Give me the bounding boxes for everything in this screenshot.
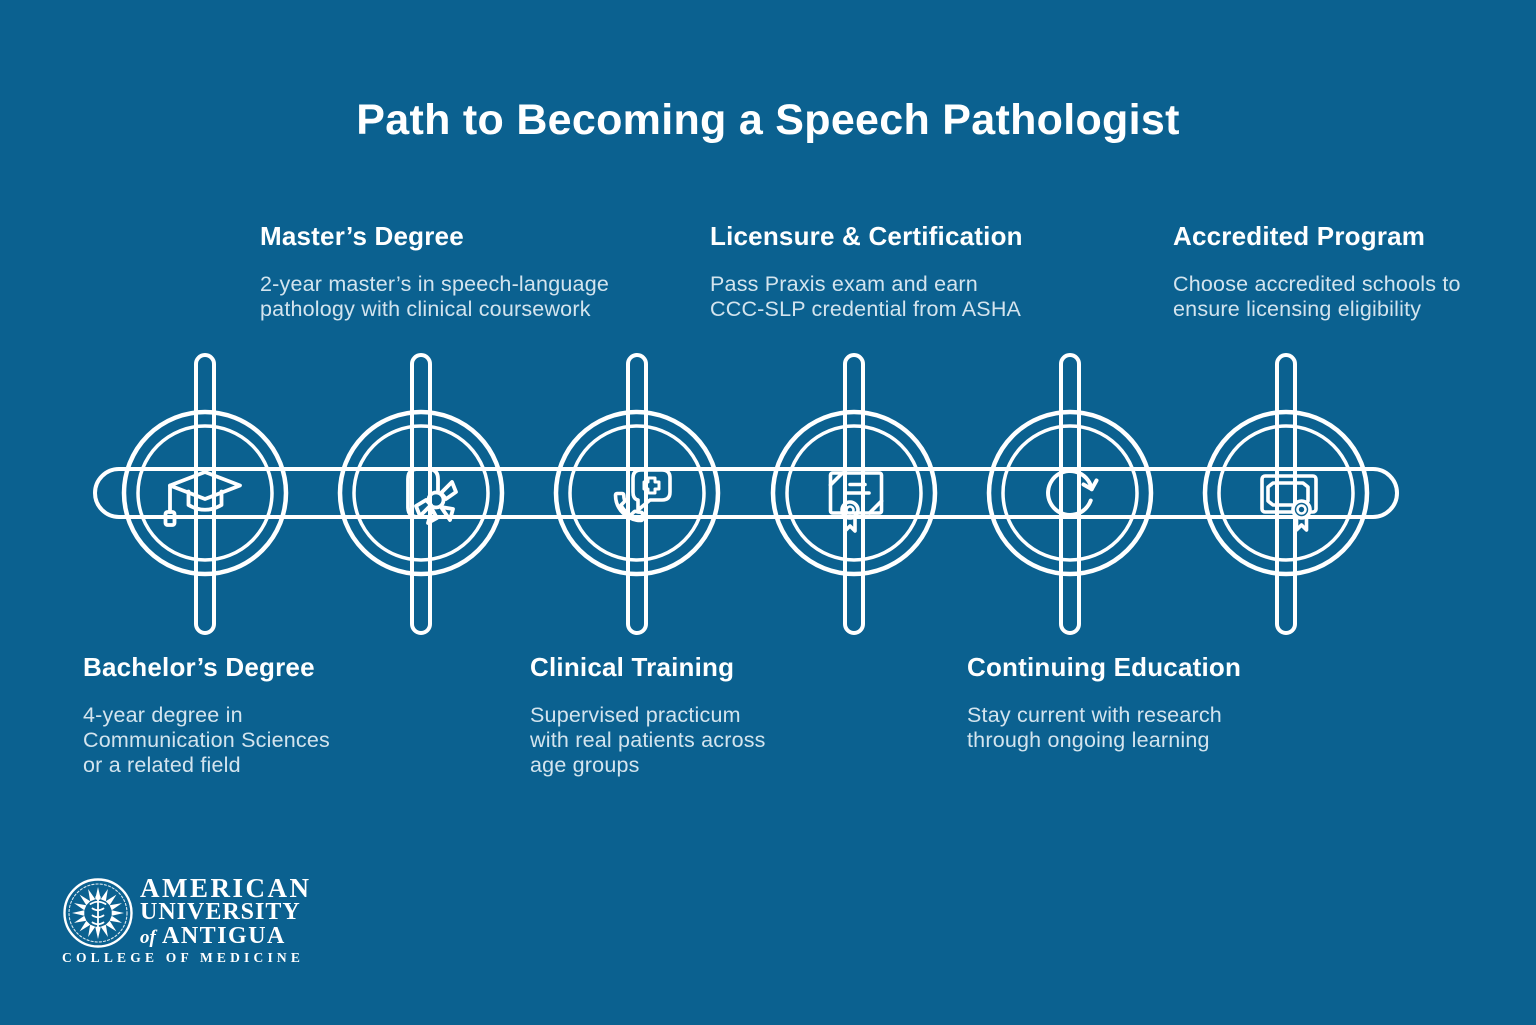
logo-line-university: UNIVERSITY [140,899,301,925]
node-outer-circle [770,409,938,577]
step-description: Pass Praxis exam and earn CCC-SLP creden… [710,272,1022,321]
seal-sun-rays [72,887,124,939]
step-heading: Bachelor’s Degree [83,652,315,682]
timeline-node-5 [986,353,1154,635]
page-title: Path to Becoming a Speech Pathologist [356,96,1180,144]
timeline-stem [1059,353,1081,635]
node-inner-circle [785,424,923,562]
step-description: Choose accredited schools to ensure lice… [1173,272,1461,321]
step-label-clinical-training: Clinical Training Supervised practicum w… [530,652,766,778]
step-label-licensure-certification: Licensure & Certification Pass Praxis ex… [710,221,1023,322]
step-label-bachelors-degree: Bachelor’s Degree 4-year degree in Commu… [83,652,330,778]
timeline-stem [626,353,648,635]
node-inner-circle [136,424,274,562]
aua-caduceus-seal-icon [63,878,133,948]
timeline-node-6 [1202,353,1370,635]
step-description: 4-year degree in Communication Sciences … [83,703,330,777]
node-inner-circle [1001,424,1139,562]
timeline-stem [194,353,216,635]
node-outer-circle [121,409,289,577]
node-outer-circle [986,409,1154,577]
timeline-node-4 [770,353,938,635]
logo-of-word: of [140,927,156,948]
step-description: 2-year master’s in speech-language patho… [260,272,610,321]
node-outer-circle [553,409,721,577]
logo-college-of-medicine: COLLEGE OF MEDICINE [62,950,305,965]
step-label-masters-degree: Master’s Degree 2-year master’s in speec… [260,221,609,322]
timeline-stem [1275,353,1297,635]
node-outer-circle [337,409,505,577]
timeline-node-2 [337,353,505,635]
step-description: Stay current with research through ongoi… [967,703,1222,752]
logo-antigua-word: ANTIGUA [162,923,286,949]
graduation-cap-icon [163,470,242,527]
timeline-graphic [93,353,1399,635]
step-heading: Master’s Degree [260,221,464,251]
diploma-ribbon-icon [406,467,458,525]
step-heading: Clinical Training [530,652,735,682]
logo-line-american: AMERICAN [140,873,312,903]
timeline-band [93,467,1399,519]
node-outer-circle [1202,409,1370,577]
step-heading: Continuing Education [967,652,1242,682]
university-logo-text: AMERICAN UNIVERSITY of ANTIGUA [140,873,312,950]
timeline-stem [410,353,432,635]
node-inner-circle [352,424,490,562]
timeline-node-1 [121,353,289,635]
certificate-icon [828,471,884,533]
seal-text-ring [68,883,128,943]
timeline-node-3 [553,353,721,635]
step-label-continuing-education: Continuing Education Stay current with r… [967,652,1241,753]
node-inner-circle [568,424,706,562]
accredited-diploma-icon [1260,474,1318,532]
step-description: Supervised practicum with real patients … [530,703,766,777]
speech-call-icon [613,468,672,523]
refresh-icon [1046,468,1099,517]
seal-caduceus [89,894,107,930]
node-inner-circle [1217,424,1355,562]
logo-line-antigua: of ANTIGUA [140,924,312,950]
step-label-accredited-program: Accredited Program Choose accredited sch… [1173,221,1461,322]
step-heading: Accredited Program [1173,221,1426,251]
step-heading: Licensure & Certification [710,221,1023,251]
